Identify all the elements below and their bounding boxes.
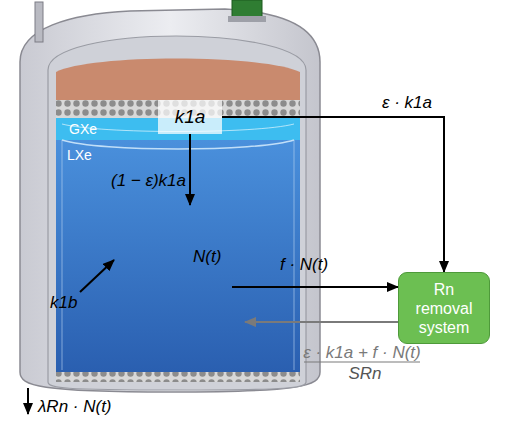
top-flange xyxy=(232,0,262,18)
node-text: k1a xyxy=(175,106,206,128)
pipe xyxy=(35,2,43,42)
inner-vessel xyxy=(48,36,306,390)
denominator-label: SRn xyxy=(310,364,420,384)
rate-box: k1a xyxy=(158,100,222,134)
gxe-region: GXe xyxy=(56,118,300,140)
outer-vessel xyxy=(20,9,320,392)
bottom-pmt-array xyxy=(56,372,300,382)
node-text: GXe xyxy=(69,121,300,137)
node-text: Rn removal system xyxy=(405,280,483,337)
edge-label: f · N(t) xyxy=(280,255,328,275)
node-text: LXe xyxy=(67,147,300,163)
rn-removal-box: Rn removal system xyxy=(398,272,490,344)
top-region xyxy=(56,59,300,101)
flange-base xyxy=(228,16,266,22)
rate-label: k1b xyxy=(50,293,77,313)
edge-label: ε · k1a + f · N(t) xyxy=(300,343,424,363)
quantity-label: N(t) xyxy=(193,247,221,267)
decay-arrow xyxy=(27,388,29,414)
edge-label: (1 − ε)k1a xyxy=(111,171,186,191)
decay-label: λRn · N(t) xyxy=(38,397,112,417)
lxe-volume xyxy=(56,140,300,372)
edge-label: ε · k1a xyxy=(382,93,432,113)
source-arrow xyxy=(80,260,114,292)
flow-arrow xyxy=(189,134,191,205)
flow-arrow xyxy=(232,286,398,288)
return-arrow xyxy=(245,321,398,323)
tpc-wall xyxy=(62,140,63,370)
tpc-rim xyxy=(62,140,294,149)
flow-arrow xyxy=(222,117,444,272)
